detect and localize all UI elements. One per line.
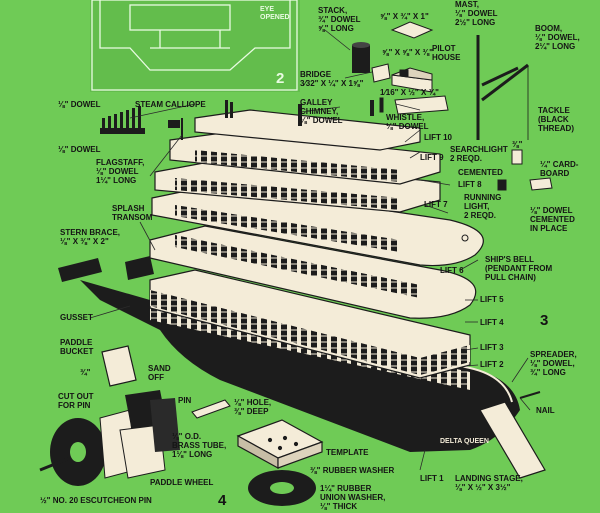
figure-number-main: 3	[540, 312, 549, 329]
paddle-wheel-part	[39, 390, 180, 486]
hull-name-label: DELTA QUEEN	[440, 438, 489, 445]
label-searchlight: SEARCHLIGHT 2 REQD.	[450, 145, 508, 163]
label-lift-1: LIFT 1	[420, 474, 444, 483]
figure-number-wheel: 4	[218, 492, 227, 509]
label-pilot-house: PILOT HOUSE	[432, 44, 461, 62]
label-pin: PIN	[178, 396, 192, 405]
main-deck	[149, 269, 471, 379]
pin-part	[191, 399, 231, 419]
label-galley-chimney: GALLEY CHIMNEY, ⅛" DOWEL	[300, 98, 343, 125]
label-dowel-cemented: ⅛" DOWEL CEMENTED IN PLACE	[530, 206, 575, 233]
label-brass-tube: ⅛" O.D. BRASS TUBE, 1⅛" LONG	[172, 432, 227, 459]
label-pilot-dims-2: ⅝" x ⅝" x ⅜"	[382, 48, 433, 57]
label-steam-calliope: STEAM CALLIOPE	[135, 100, 206, 109]
pilot-house-part	[390, 21, 434, 93]
label-flagstaff: FLAGSTAFF, ⅛" DOWEL 1¼" LONG	[96, 158, 145, 185]
galley-chimney	[298, 100, 374, 126]
searchlight-part	[497, 149, 553, 191]
label-dowel-top: ⅛" DOWEL	[58, 100, 101, 109]
inset-detail	[90, 0, 300, 92]
label-boom: BOOM, ⅛" DOWEL, 2¼" LONG	[535, 24, 580, 51]
steam-calliope	[100, 100, 233, 134]
label-nail: NAIL	[536, 406, 555, 415]
label-splash-transom: SPLASH TRANSOM	[112, 204, 153, 222]
label-paddle-wheel: PADDLE WHEEL	[150, 478, 214, 487]
label-cemented: CEMENTED	[458, 168, 503, 177]
label-hole: ⅛" HOLE, ⅜" DEEP	[234, 398, 272, 416]
label-whistle: WHISTLE, ⅛" DOWEL	[386, 113, 429, 131]
label-bridge: BRIDGE 3⁄32" x ¼" x 1⅝"	[300, 70, 364, 88]
label-union-washer: 1¼" RUBBER UNION WASHER, ⅛" THICK	[320, 484, 386, 511]
label-lift-9: LIFT 9	[420, 153, 444, 162]
deck-lift-6	[151, 184, 484, 267]
deck-lift-4	[149, 225, 477, 319]
label-escutcheon: ½" NO. 20 ESCUTCHEON PIN	[40, 496, 152, 505]
label-paddle-bucket: PADDLE BUCKET	[60, 338, 94, 356]
bridge-part	[371, 63, 391, 83]
template-part	[236, 419, 324, 470]
stack-part	[352, 42, 370, 73]
label-lift-3: LIFT 3	[480, 343, 504, 352]
label-lift-6: LIFT 6	[440, 266, 464, 275]
deck-lift-10	[194, 109, 421, 151]
paddle-bucket	[101, 345, 137, 387]
leader-lines	[89, 29, 531, 471]
label-dowel-bottom: ⅛" DOWEL	[58, 145, 101, 154]
ships-bell	[461, 234, 469, 242]
label-running-light: RUNNING LIGHT, 2 REQD.	[464, 193, 502, 220]
label-sand-off: SAND OFF	[148, 364, 171, 382]
label-tackle: TACKLE (BLACK THREAD)	[538, 106, 574, 133]
label-whistle-dims: 1⁄16" x ½" x ¾"	[380, 88, 439, 97]
label-ships-bell: SHIP'S BELL (PENDANT FROM PULL CHAIN)	[485, 255, 553, 282]
label-lift-10: LIFT 10	[424, 133, 453, 142]
label-landing-stage: LANDING STAGE, ⅛" x ½" x 3½"	[455, 474, 523, 492]
inset-number: 2	[276, 70, 285, 87]
stern-brace	[58, 256, 154, 282]
label-cardboard: ¼" CARD- BOARD	[540, 160, 579, 178]
label-lift-5: LIFT 5	[480, 295, 504, 304]
label-stack: STACK, ¾" DOWEL ⅝" LONG	[318, 6, 361, 33]
whistle-part	[379, 95, 449, 115]
mast-boom	[476, 35, 529, 140]
label-cut-out: CUT OUT FOR PIN	[58, 392, 94, 410]
label-rubber-washer: ⅜" RUBBER WASHER	[310, 466, 395, 475]
label-lift-7: LIFT 7	[424, 200, 448, 209]
union-washer	[248, 470, 316, 506]
label-spreader: SPREADER, ⅛" DOWEL, ¾" LONG	[530, 350, 577, 377]
label-lift-4: LIFT 4	[480, 318, 504, 327]
label-lift-2: LIFT 2	[480, 360, 504, 369]
label-lift-8: LIFT 8	[458, 180, 482, 189]
label-pilot-dims: ⅝" x ¾" x 1"	[380, 12, 429, 21]
landing-stage	[479, 391, 546, 479]
label-gusset: GUSSET	[60, 313, 93, 322]
label-cardboard-dim: ⅜"	[512, 140, 523, 149]
flagstaff-part	[168, 118, 183, 140]
inset-eye-label: EYE OPENED	[260, 6, 290, 21]
label-stern-brace: STERN BRACE, ⅛" x ⅜" x 2"	[60, 228, 121, 246]
label-template: TEMPLATE	[326, 448, 369, 457]
label-mast: MAST, ⅛" DOWEL 2½" LONG	[455, 0, 498, 27]
label-paddle-dim: ¾"	[80, 368, 91, 377]
